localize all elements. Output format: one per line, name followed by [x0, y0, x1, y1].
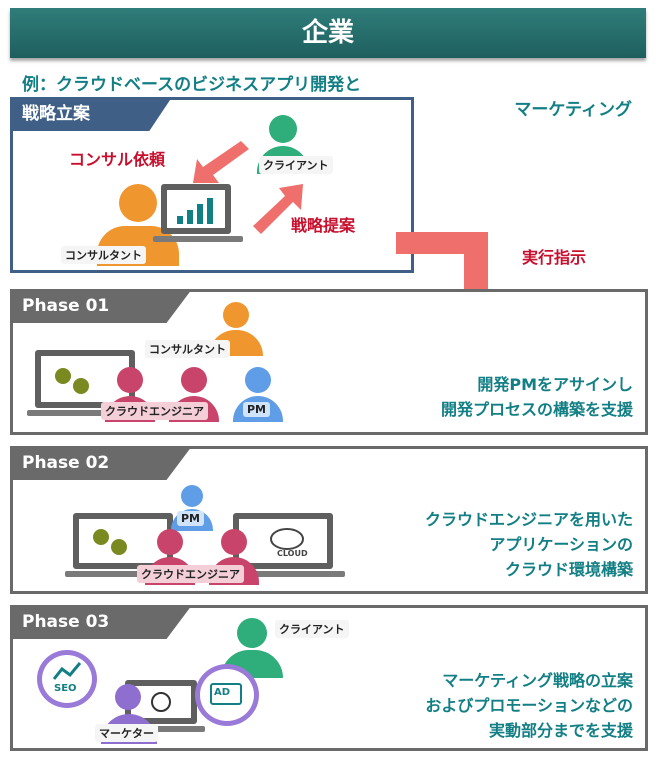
phase01-engineer1-head	[117, 367, 143, 393]
gear-laptop-icon	[27, 350, 147, 416]
strategy-panel: 戦略立案 コンサル依頼 クライアント 戦略提案 コンサルタント	[10, 97, 414, 273]
phase02-cloud-laptop-icon	[225, 513, 345, 577]
strategy-proposal-label: 戦略提案	[291, 216, 356, 235]
phase02-desc-line3: クラウド環境構築	[504, 560, 633, 579]
proposal-arrow-icon	[253, 184, 303, 234]
laptop-chart-icon	[153, 184, 243, 242]
phase03-desc-line1: マーケティング戦略の立案	[442, 671, 633, 690]
phase01-engineer2-head	[181, 367, 207, 393]
client-label: クライアント	[259, 156, 333, 174]
phase01-panel: Phase 01 コンサルタント クラウドエンジニア PM 開発PMをアサインし…	[10, 289, 648, 435]
phase03-description: マーケティング戦略の立案 およびプロモーションなどの 実動部分までを支援	[425, 668, 633, 743]
phase02-engineer1-head	[157, 529, 183, 555]
phase01-tab-line	[10, 289, 648, 292]
marketer-label: マーケター	[95, 724, 158, 742]
phase02-engineer2-head	[221, 529, 247, 555]
request-arrow-icon	[193, 141, 249, 183]
phase02-tab-line	[10, 446, 648, 449]
phase01-consultant-head	[223, 302, 249, 328]
phase03-tab: Phase 03	[10, 605, 192, 639]
ad-label: AD	[214, 687, 231, 698]
strategy-tab: 戦略立案	[10, 97, 172, 131]
phase03-client-head	[237, 618, 267, 648]
phase02-pm-head	[181, 485, 203, 507]
phase02-tab: Phase 02	[10, 446, 192, 480]
subtitle-line2: マーケティング	[514, 100, 632, 120]
subtitle-line1: 例：クラウドベースのビジネスアプリ開発と	[22, 75, 362, 95]
seo-label: SEO	[54, 683, 77, 694]
globe-laptop-icon	[119, 680, 205, 732]
phase01-tab: Phase 01	[10, 289, 192, 323]
phase01-desc-line1: 開発PMをアサインし	[477, 375, 633, 394]
consult-request-label: コンサル依頼	[69, 150, 166, 169]
marketer-head-icon	[115, 684, 141, 710]
phase02-description: クラウドエンジニアを用いた アプリケーションの クラウド環境構築	[425, 507, 633, 582]
phase02-cloud-label: CLOUD	[277, 549, 308, 558]
phase02-desc-line1: クラウドエンジニアを用いた	[424, 510, 633, 529]
ad-frame-icon	[210, 683, 242, 705]
phase03-desc-line2: およびプロモーションなどの	[425, 696, 633, 715]
phase03-desc-line3: 実動部分までを支援	[488, 721, 633, 740]
seo-bubble-icon: SEO	[37, 650, 97, 708]
phase01-desc-line2: 開発プロセスの構築を支援	[440, 400, 633, 419]
phase03-panel: Phase 03 クライアント SEO マーケター AD マーケティング戦略の立…	[10, 605, 648, 751]
phase02-engineer-label: クラウドエンジニア	[137, 565, 244, 583]
consultant-head-icon	[119, 184, 157, 222]
phase02-desc-line2: アプリケーションの	[489, 535, 633, 554]
phase01-pm-head	[245, 367, 271, 393]
page-title-banner: 企業	[10, 8, 646, 58]
consultant-label: コンサルタント	[61, 246, 146, 264]
ad-bubble-icon: AD	[195, 664, 259, 726]
phase02-panel: Phase 02 CLOUD PM クラウドエンジニア クラウドエンジニアを用い…	[10, 446, 648, 594]
phase01-consultant-label: コンサルタント	[145, 340, 230, 358]
seo-chart-icon	[52, 662, 82, 680]
phase03-client-label: クライアント	[275, 620, 349, 638]
phase03-tab-line	[10, 605, 648, 608]
phase01-pm-label: PM	[243, 402, 271, 417]
execution-label: 実行指示	[522, 248, 587, 267]
phase01-description: 開発PMをアサインし 開発プロセスの構築を支援	[441, 372, 633, 422]
phase02-pm-label: PM	[177, 511, 205, 526]
client-head-icon	[269, 115, 297, 143]
phase01-engineer-label: クラウドエンジニア	[101, 402, 208, 420]
